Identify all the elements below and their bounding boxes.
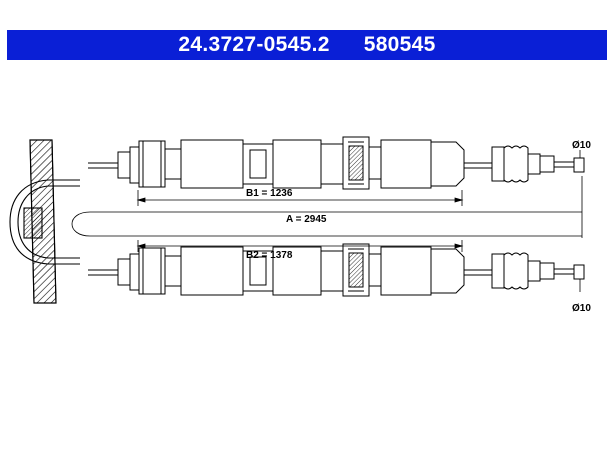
label-a: A = 2945 [286, 214, 327, 225]
label-b1: B1 = 1236 [246, 188, 293, 199]
dimension-a [71, 176, 583, 238]
dimension-b1 [136, 190, 464, 206]
cable-bottom [88, 243, 585, 297]
label-dia-bottom: Ø10 [572, 303, 591, 314]
alt-part-number: 580545 [363, 33, 436, 56]
part-number: 24.3727-0545.2 [178, 33, 330, 56]
dimension-b2 [136, 240, 464, 252]
u-clip [9, 179, 80, 265]
cable-top [88, 136, 585, 190]
label-dia-top: Ø10 [572, 140, 591, 151]
label-b2: B2 = 1378 [246, 250, 293, 261]
header-bar: 24.3727-0545.2 580545 [7, 30, 607, 60]
